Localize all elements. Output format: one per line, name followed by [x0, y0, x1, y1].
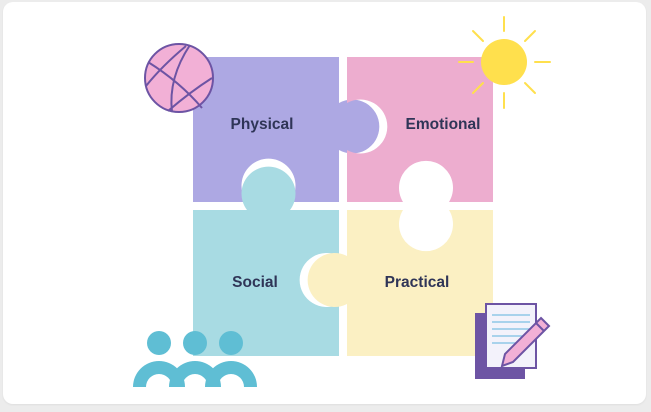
puzzle-piece-social	[193, 166, 339, 356]
label-social: Social	[232, 274, 278, 291]
basketball-icon	[144, 43, 214, 113]
label-emotional: Emotional	[406, 116, 481, 133]
puzzle-piece-practical	[307, 210, 493, 356]
label-physical: Physical	[231, 116, 294, 133]
notepad-pencil-icon	[475, 303, 551, 379]
puzzle-piece-physical	[193, 57, 380, 202]
people-icon	[133, 331, 257, 387]
diagram-card: Physical Emotional Social Practical	[3, 2, 646, 404]
puzzle-diagram: Physical Emotional Social Practical	[133, 16, 551, 387]
puzzle-piece-emotional	[347, 57, 493, 202]
sun-icon	[458, 16, 551, 109]
label-practical: Practical	[385, 274, 450, 291]
